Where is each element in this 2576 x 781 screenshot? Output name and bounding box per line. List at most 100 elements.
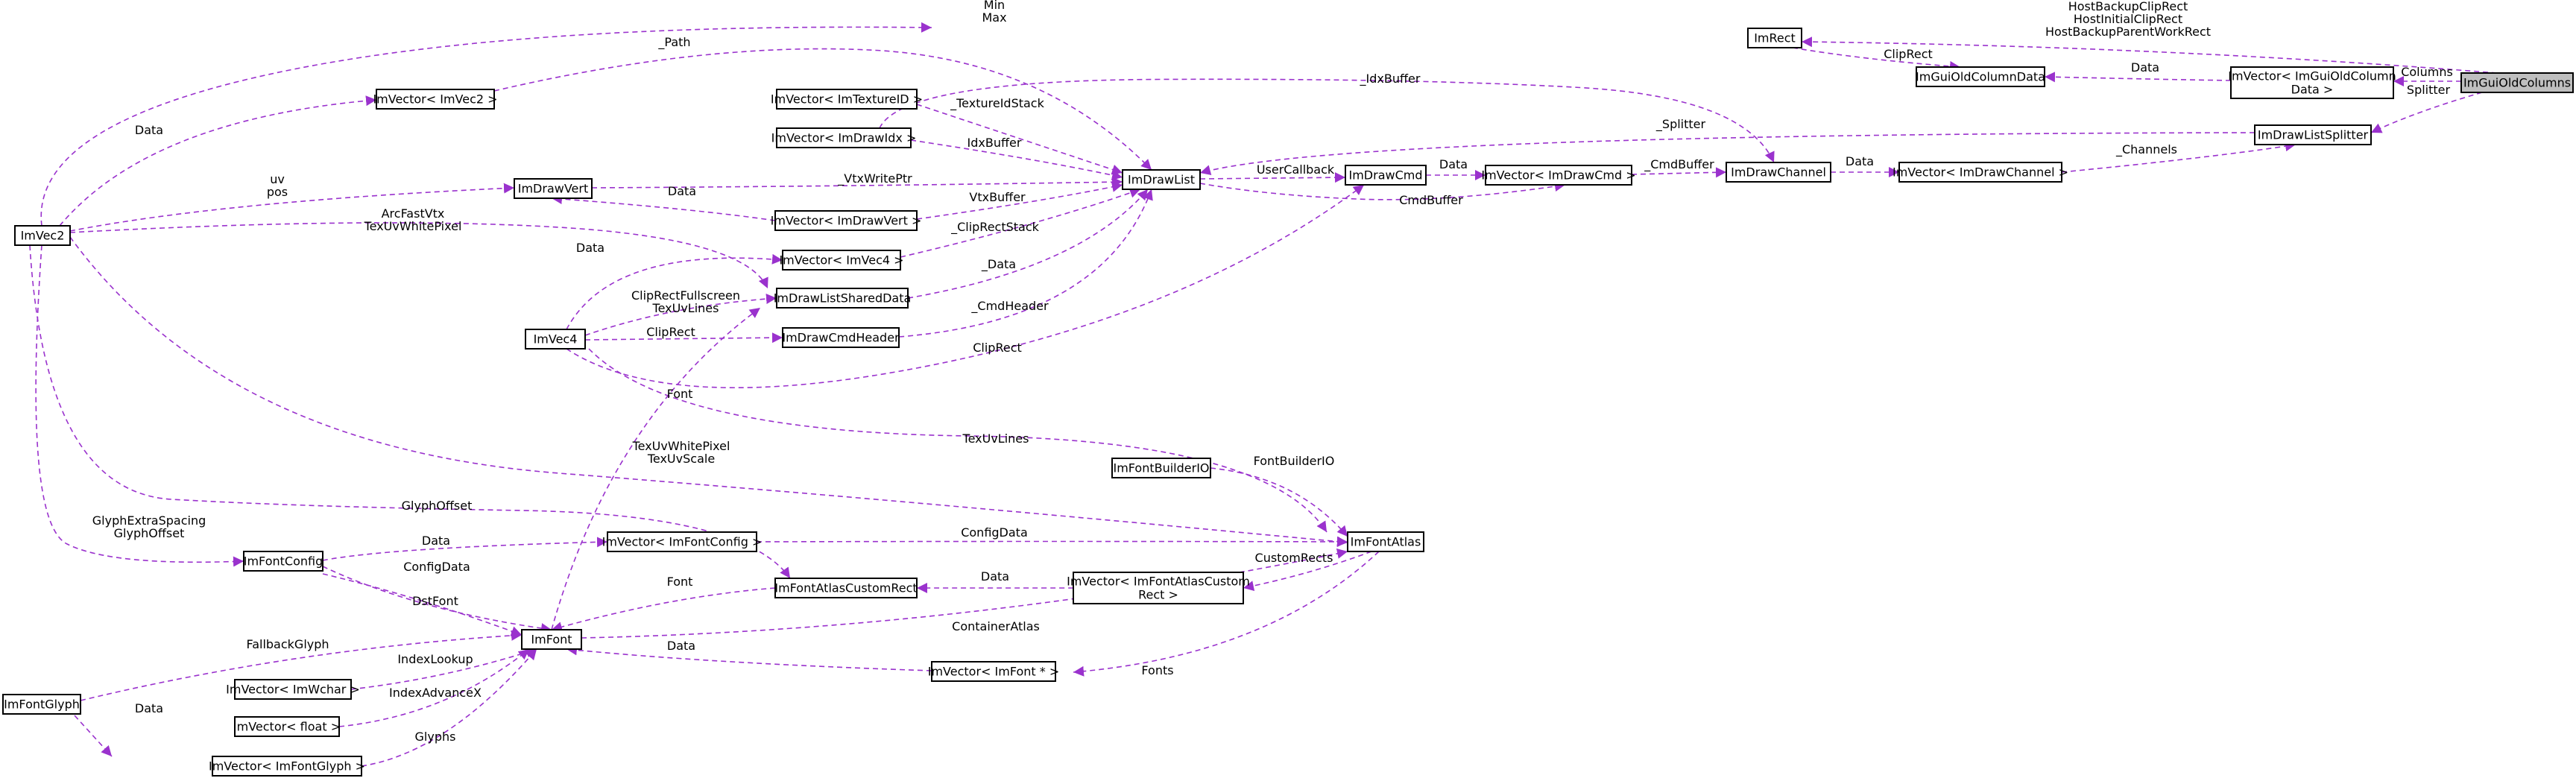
edge-ImVec2-to-ImDrawVert [69, 183, 515, 232]
class-node-label: Data > [2291, 83, 2334, 97]
edge-ImDrawListSplitter-to-ImDrawList [1199, 132, 2255, 176]
edge-ImRect-to-ImGuiOldColumnData [1792, 47, 1961, 72]
class-node-im-vector-font-glyph[interactable]: ImVector< ImFontGlyph > [209, 756, 365, 777]
class-node-im-font-builder-io[interactable]: ImFontBuilderIO [1111, 458, 1211, 478]
edge-label-line: IdxBuffer [967, 136, 1022, 150]
edge-label: _CmdHeader [970, 299, 1049, 314]
class-node-im-vector-wchar[interactable]: ImVector< ImWchar > [226, 679, 360, 700]
class-node-label: ImVector< ImVec2 > [373, 92, 497, 107]
class-node-label: ImVec2 [21, 229, 65, 243]
edge-label: ConfigData [961, 525, 1028, 540]
class-node-label: ImVector< ImGuiOldColumn [2228, 69, 2396, 83]
class-node-im-font[interactable]: ImFont [521, 629, 582, 650]
class-node-im-draw-list-shared-data[interactable]: ImDrawListSharedData [774, 288, 912, 309]
class-node-label: ImVector< ImFontConfig > [602, 535, 763, 549]
edge-ImVectorVec4-to-ImDrawList [900, 188, 1141, 258]
class-node-im-vector-draw-vert[interactable]: ImVector< ImDrawVert > [771, 210, 922, 231]
edge-label: FontBuilderIO [1254, 454, 1335, 468]
edge-ImVectorFontConfig-to-ImFontAtlas [756, 536, 1348, 547]
class-node-im-vec2[interactable]: ImVec2 [14, 225, 71, 246]
class-node-im-font-atlas[interactable]: ImFontAtlas [1347, 531, 1424, 552]
edge-ImVectorTextureID-to-ImDrawList [916, 104, 1123, 175]
edge-label-line: Data [2131, 60, 2159, 75]
edge-label: ClipRect [973, 341, 1022, 355]
edge-label: IdxBuffer [967, 136, 1022, 150]
edge-ImFontBuilderIO-to-ImFontAtlas [1210, 467, 1348, 537]
class-node-label: ImFontBuilderIO [1113, 461, 1209, 475]
edge-ImVec4-to-ImDrawListSharedData [584, 294, 777, 336]
edge-ImVec4-to-ImVectorVec4 [566, 253, 783, 330]
class-node-label: ImGuiOldColumnData [1916, 70, 2045, 84]
edge-ImFontAtlas-to-ImFont [581, 548, 1348, 639]
edge-label-line: pos [267, 185, 288, 199]
edge-label-line: Data [981, 569, 1009, 584]
edge-label: _CmdBuffer [1644, 157, 1714, 172]
edge-label-line: IndexAdvanceX [389, 686, 482, 700]
class-node-im-gui-old-columns[interactable]: ImGuiOldColumns [2460, 72, 2574, 93]
class-node-im-vector-custom-rect[interactable]: ImVector< ImFontAtlasCustomRect > [1067, 572, 1250, 604]
class-node-im-vec4[interactable]: ImVec4 [525, 329, 586, 350]
edge-label-line: IndexLookup [397, 652, 473, 666]
class-node-im-draw-cmd[interactable]: ImDrawCmd [1345, 165, 1427, 186]
class-node-label: ImFontAtlas [1351, 535, 1421, 549]
edge-label: FallbackGlyph [246, 637, 329, 651]
edge-label: _Path [657, 35, 690, 50]
edge-ImVec2-to-ImDrawListSharedData [69, 222, 768, 289]
edge-ImGuiOldColumnData-to-ImVectorOldColumnData [2044, 72, 2232, 83]
edge-label-line: Data [135, 123, 163, 137]
edge-label-line: ClipRect [1884, 47, 1933, 61]
edge-ImFont-to-ImVectorFontPtr [566, 645, 932, 671]
class-node-im-vector-font-ptr[interactable]: ImVector< ImFont * > [928, 661, 1060, 682]
class-node-im-font-config[interactable]: ImFontConfig [243, 551, 323, 572]
class-node-im-draw-list[interactable]: ImDrawList [1122, 169, 1201, 190]
edge-label: ClipRect [646, 325, 695, 339]
edge-label-line: FallbackGlyph [246, 637, 329, 651]
class-node-im-rect[interactable]: ImRect [1747, 28, 1802, 48]
edge-label-line: Data [1439, 157, 1468, 171]
class-node-im-vector-draw-cmd[interactable]: ImVector< ImDrawCmd > [1481, 165, 1636, 186]
edge-label-line: Data [667, 639, 695, 653]
class-node-im-draw-vert[interactable]: ImDrawVert [514, 178, 593, 199]
edge-label-line: Min [984, 0, 1005, 12]
class-node-im-vector-old-column-data[interactable]: ImVector< ImGuiOldColumnData > [2228, 66, 2396, 99]
class-node-label: ImVector< float > [233, 720, 341, 734]
class-node-im-font-glyph[interactable]: ImFontGlyph [2, 694, 81, 715]
class-node-im-vector-draw-idx[interactable]: ImVector< ImDrawIdx > [771, 127, 917, 148]
edge-label: Data [2131, 60, 2159, 75]
class-node-label: ImDrawChannel [1731, 165, 1826, 180]
edge-label-line: _IdxBuffer [1360, 72, 1421, 86]
edge-ImVectorFloat-to-ImFont [338, 648, 530, 727]
class-node-im-draw-cmd-header[interactable]: ImDrawCmdHeader [782, 327, 900, 348]
class-node-im-vector-vec4[interactable]: ImVector< ImVec4 > [779, 250, 904, 271]
class-node-label: ImVector< ImDrawIdx > [771, 131, 917, 145]
edge-label: _IdxBuffer [1360, 72, 1421, 86]
class-node-im-font-atlas-custom-rect[interactable]: ImFontAtlasCustomRect [774, 578, 918, 598]
class-node-im-vector-float[interactable]: ImVector< float > [233, 716, 341, 737]
class-node-im-draw-channel[interactable]: ImDrawChannel [1726, 162, 1831, 183]
class-node-im-vector-font-config[interactable]: ImVector< ImFontConfig > [602, 531, 763, 552]
edge-ImDrawListSharedData-to-ImFont [551, 307, 761, 630]
edge-label-line: ArcFastVtx [382, 206, 445, 221]
class-node-im-gui-old-column-data[interactable]: ImGuiOldColumnData [1916, 66, 2045, 87]
class-node-label: ImFontGlyph [4, 698, 80, 712]
edge-label: Data [981, 569, 1009, 584]
edge-label: Data [1439, 157, 1468, 171]
edge-label-line: _Data [981, 257, 1016, 272]
edge-ImVec4-to-ImFontAtlas [588, 348, 1328, 533]
edge-ImDrawList-to-ImDrawCmd [1199, 172, 1346, 183]
class-node-im-vector-texture-id[interactable]: ImVector< ImTextureID > [771, 89, 923, 110]
edge-label-line: _Path [657, 35, 690, 50]
edge-ImFontConfig-to-ImVectorFontConfig [322, 537, 608, 561]
class-node-im-draw-list-splitter[interactable]: ImDrawListSplitter [2254, 124, 2372, 145]
edge-label-line: TexUvScale [647, 452, 715, 466]
class-node-im-vector-vec2[interactable]: ImVector< ImVec2 > [373, 89, 498, 110]
class-node-label: ImDrawCmd [1348, 168, 1422, 183]
edge-label-line: Data [422, 534, 450, 548]
class-node-im-vector-draw-channel[interactable]: ImVector< ImDrawChannel > [1892, 162, 2068, 183]
edge-label-line: ClipRectFullscreen [631, 288, 740, 303]
edge-ImDrawVert-to-ImDrawList [591, 177, 1123, 189]
edge-label-line: _Channels [2115, 142, 2177, 157]
